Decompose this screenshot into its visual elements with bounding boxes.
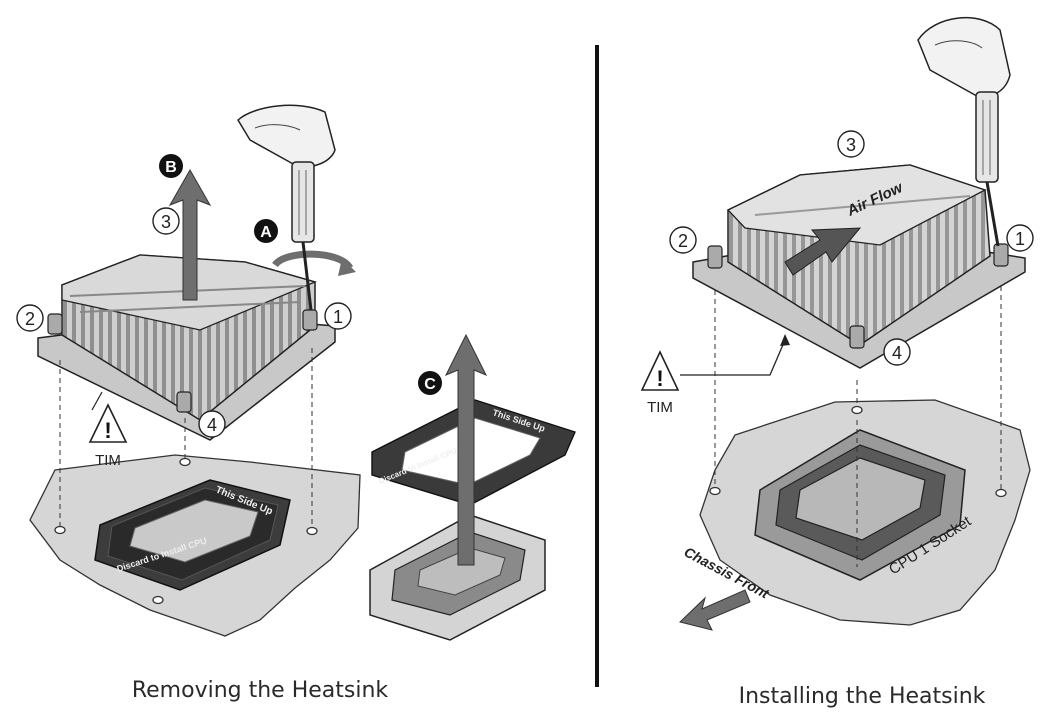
- rotate-arrow-icon: [272, 250, 354, 271]
- callout-2-left: 2: [25, 309, 35, 329]
- callout-4-right: 4: [892, 343, 902, 363]
- callout-3-left: 3: [161, 212, 171, 232]
- step-badge-a: [254, 219, 278, 243]
- screws-left: [47, 309, 318, 413]
- callout-1-right: 1: [1015, 229, 1025, 249]
- installation-illustration: CPU 1 Socket Chassis Front Air Flow: [640, 17, 1034, 631]
- caption-removing: Removing the Heatsink: [131, 678, 389, 703]
- callout-1-left: 1: [333, 307, 343, 327]
- warning-triangle-icon: [88, 403, 128, 443]
- caption-installing: Installing the Heatsink: [738, 684, 986, 709]
- chassis-front-arrow: [679, 589, 751, 631]
- warning-triangle-icon-right: [640, 350, 680, 391]
- standoff-holes: [54, 457, 318, 605]
- step-label-a: A: [260, 224, 272, 241]
- removal-illustration: This Side Up Discard to Install CPU B A: [16, 104, 576, 641]
- tim-label-left: TIM: [95, 452, 121, 469]
- alignment-lines-right: [714, 286, 1002, 567]
- lift-arrow-b: [168, 168, 212, 301]
- heatsink-top-right: [726, 164, 987, 246]
- svg-text:!: !: [104, 418, 111, 443]
- tim-label-right: TIM: [647, 399, 673, 416]
- callout-2-right: 2: [678, 231, 688, 251]
- screws-right: [707, 243, 1009, 349]
- socket-cover-window: [129, 499, 259, 563]
- lift-arrow-c: [444, 333, 488, 566]
- step-label-b: B: [165, 159, 177, 176]
- screwdriver-hand-icon-right: [917, 17, 1011, 247]
- callout-4-left: 4: [207, 415, 217, 435]
- cpu-chip: [795, 457, 926, 541]
- svg-text:!: !: [656, 366, 663, 391]
- callout-3-right: 3: [846, 135, 856, 155]
- tim-leader-line: [680, 339, 786, 376]
- airflow-arrow: [784, 227, 862, 276]
- screwdriver-hand-icon: [237, 104, 336, 311]
- step-badge-c: [418, 371, 442, 395]
- callouts-left: [16, 207, 352, 438]
- step-label-c: C: [424, 376, 436, 393]
- alignment-lines-left: [59, 348, 313, 527]
- callouts-right: [669, 130, 1034, 366]
- step-badge-b: [159, 154, 183, 178]
